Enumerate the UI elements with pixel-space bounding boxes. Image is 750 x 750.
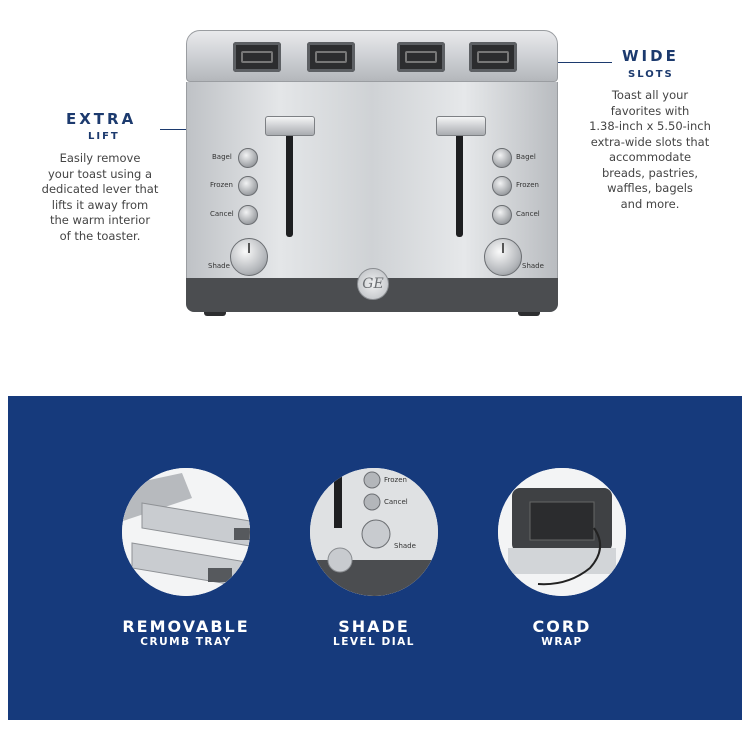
wide-slots-title: WIDE: [622, 47, 679, 65]
crumb-tray-icon: [122, 468, 250, 596]
feature-subtitle-crumb-tray: CRUMB TRAY: [140, 636, 232, 648]
feature-title-shade: SHADE: [338, 617, 410, 636]
bagel-button-left: [238, 148, 258, 168]
wide-slots-line: Toast all your: [611, 88, 689, 102]
extra-lift-line: dedicated lever that: [41, 182, 159, 196]
lever-track-left: [286, 125, 293, 237]
wide-slots-leader-line: [540, 62, 612, 63]
wide-slots-subtitle: SLOTS: [628, 69, 674, 80]
lever-track-right: [456, 125, 463, 237]
wide-slots-line: accommodate: [608, 150, 692, 164]
crumb-tray-image: [122, 468, 250, 596]
shade-closeup-frozen-label: Frozen: [384, 476, 407, 484]
cancel-button-left: [238, 205, 258, 225]
shade-dial-right: [484, 238, 522, 276]
lift-lever-right: [436, 116, 486, 136]
shade-label-right: Shade: [522, 262, 544, 270]
toaster-foot: [204, 312, 226, 316]
extra-lift-line: lifts it away from: [51, 197, 149, 212]
toast-slot: [397, 42, 445, 72]
wide-slots-line: breads, pastries,: [602, 165, 698, 180]
feature-title-crumb-tray: REMOVABLE: [122, 617, 250, 636]
wide-slots-line: 1.38-inch x 5.50-inch: [589, 119, 711, 133]
toast-slot: [469, 42, 517, 72]
extra-lift-description: Easily remove your toast using a dedicat…: [30, 151, 170, 244]
ge-logo-icon: GE: [357, 268, 389, 300]
extra-lift-line: of the toaster.: [59, 228, 141, 243]
shade-dial-image: Frozen Cancel Shade: [310, 468, 438, 596]
wide-slots-line: and more.: [620, 196, 680, 211]
toaster-top-plate: [186, 30, 558, 82]
shade-dial-left: [230, 238, 268, 276]
frozen-label-left: Frozen: [210, 181, 233, 189]
cancel-label-left: Cancel: [210, 210, 234, 218]
shade-closeup-shade-label: Shade: [394, 542, 416, 550]
wide-slots-line: extra-wide slots that: [590, 134, 710, 149]
toast-slot: [233, 42, 281, 72]
frozen-button-left: [238, 176, 258, 196]
wide-slots-line: waffles, bagels: [607, 181, 693, 195]
lift-lever-left: [265, 116, 315, 136]
wide-slots-description: Toast all your favorites with 1.38-inch …: [578, 88, 722, 212]
toast-slot: [307, 42, 355, 72]
wide-slots-line: favorites with: [610, 103, 690, 118]
frozen-label-right: Frozen: [516, 181, 539, 189]
extra-lift-line: the warm interior: [49, 213, 151, 227]
bagel-label-left: Bagel: [212, 153, 232, 161]
frozen-button-right: [492, 176, 512, 196]
extra-lift-line: your toast using a: [47, 166, 153, 181]
feature-subtitle-shade: LEVEL DIAL: [333, 636, 415, 648]
bagel-label-right: Bagel: [516, 153, 536, 161]
bagel-button-right: [492, 148, 512, 168]
cancel-label-right: Cancel: [516, 210, 540, 218]
feature-subtitle-cord: WRAP: [541, 636, 583, 648]
features-panel: REMOVABLE CRUMB TRAY Frozen Cancel Shade…: [8, 396, 742, 720]
extra-lift-line: Easily remove: [59, 151, 141, 165]
shade-closeup-cancel-label: Cancel: [384, 498, 408, 506]
cancel-button-right: [492, 205, 512, 225]
toaster-product-image: Bagel Frozen Cancel Shade Bagel Frozen C…: [186, 30, 558, 316]
extra-lift-subtitle: LIFT: [88, 131, 120, 142]
cord-wrap-image: [498, 468, 626, 596]
cord-wrap-icon: [498, 468, 626, 596]
toaster-foot: [518, 312, 540, 316]
extra-lift-title: EXTRA: [66, 110, 137, 128]
feature-title-cord: CORD: [532, 617, 592, 636]
shade-dial-icon: [310, 468, 438, 596]
shade-label-left: Shade: [208, 262, 230, 270]
